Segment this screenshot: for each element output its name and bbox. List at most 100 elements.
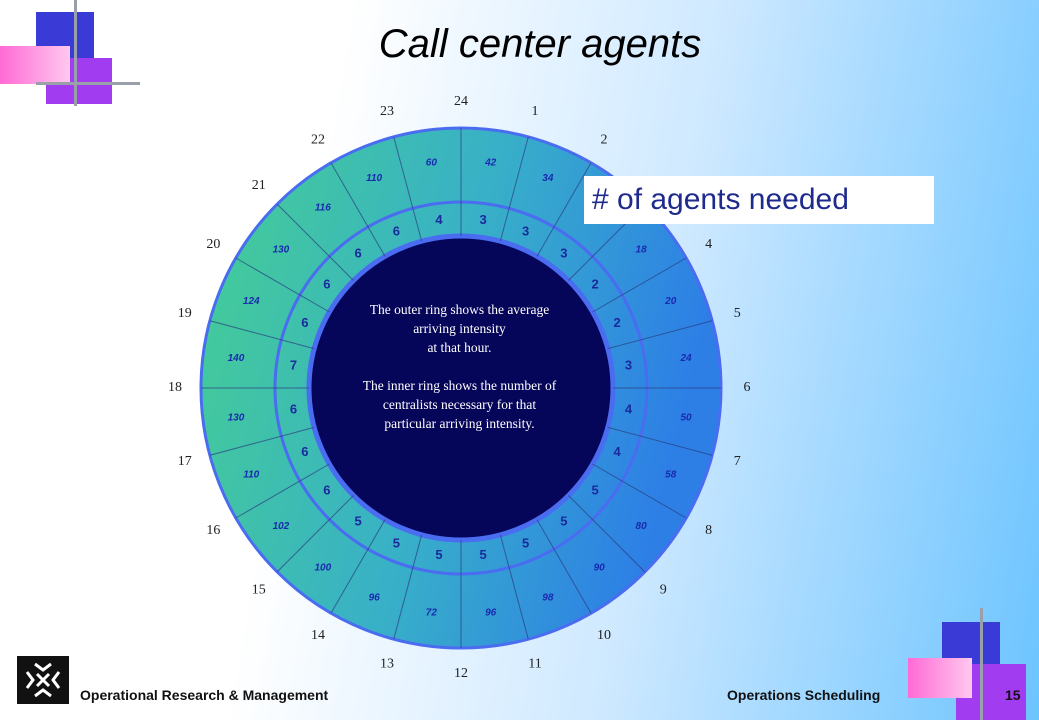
hour-label: 5 bbox=[734, 306, 741, 321]
intensity-value: 116 bbox=[315, 203, 331, 214]
intensity-value: 124 bbox=[243, 296, 260, 307]
intensity-value: 96 bbox=[485, 608, 497, 619]
center-text-line: centralists necessary for that bbox=[382, 397, 537, 412]
agents-value: 3 bbox=[560, 245, 567, 260]
intensity-value: 130 bbox=[273, 244, 290, 255]
agents-value: 5 bbox=[560, 514, 567, 529]
hour-label: 13 bbox=[380, 656, 394, 671]
intensity-value: 80 bbox=[636, 521, 648, 532]
sector-divider bbox=[330, 519, 386, 614]
corner-decoration-bottom-right bbox=[900, 608, 1039, 720]
agents-value: 5 bbox=[591, 482, 598, 497]
intensity-value: 50 bbox=[680, 412, 692, 423]
agents-value: 5 bbox=[479, 547, 486, 562]
center-text-line: particular arriving intensity. bbox=[384, 416, 535, 431]
sector-divider bbox=[607, 320, 713, 350]
hour-label: 16 bbox=[206, 523, 220, 538]
hour-label: 7 bbox=[734, 454, 741, 469]
agents-value: 6 bbox=[323, 277, 330, 292]
agents-value: 7 bbox=[290, 357, 297, 372]
sector-divider bbox=[499, 136, 529, 242]
agents-value: 6 bbox=[290, 401, 297, 416]
intensity-value: 42 bbox=[484, 158, 497, 169]
agents-value: 2 bbox=[614, 315, 621, 330]
agents-value: 5 bbox=[522, 536, 529, 551]
intensity-value: 130 bbox=[228, 412, 245, 423]
page-number: 15 bbox=[1005, 687, 1021, 703]
sector-divider bbox=[607, 426, 713, 456]
logo-icon bbox=[25, 662, 61, 698]
hour-label: 21 bbox=[252, 178, 266, 193]
intensity-value: 100 bbox=[314, 563, 331, 574]
agents-value: 6 bbox=[323, 482, 330, 497]
intensity-value: 34 bbox=[542, 173, 554, 184]
sector-divider bbox=[276, 203, 354, 281]
intensity-value: 140 bbox=[228, 353, 245, 364]
agents-value: 6 bbox=[301, 315, 308, 330]
hour-label: 15 bbox=[252, 582, 266, 597]
intensity-value: 96 bbox=[369, 592, 381, 603]
hour-label: 17 bbox=[178, 454, 192, 469]
sector-divider bbox=[592, 257, 687, 313]
agents-value: 6 bbox=[301, 444, 308, 459]
intensity-value: 110 bbox=[366, 173, 382, 184]
hour-label: 20 bbox=[206, 237, 220, 252]
agents-value: 4 bbox=[435, 212, 443, 227]
intensity-value: 24 bbox=[679, 353, 692, 364]
hour-label: 10 bbox=[597, 628, 611, 643]
sector-divider bbox=[209, 320, 315, 350]
agents-value: 4 bbox=[625, 401, 633, 416]
hour-label: 24 bbox=[454, 94, 468, 109]
slide-title: Call center agents bbox=[378, 22, 702, 66]
hour-label: 6 bbox=[744, 380, 751, 395]
agents-value: 5 bbox=[393, 536, 400, 551]
sector-divider bbox=[393, 136, 423, 242]
sector-divider bbox=[276, 495, 354, 573]
sector-divider bbox=[592, 463, 687, 519]
intensity-value: 58 bbox=[665, 470, 677, 481]
sector-divider bbox=[536, 519, 592, 614]
hour-label: 23 bbox=[380, 104, 394, 119]
corner-decoration-top-left bbox=[0, 0, 140, 110]
agents-value: 3 bbox=[522, 223, 529, 238]
sector-divider bbox=[330, 162, 386, 257]
agents-value: 6 bbox=[393, 223, 400, 238]
center-text-line: at that hour. bbox=[427, 340, 492, 355]
center-text-line: The inner ring shows the number of bbox=[362, 378, 557, 393]
hour-label: 9 bbox=[660, 582, 667, 597]
sector-divider bbox=[235, 257, 330, 313]
hour-label: 18 bbox=[168, 380, 182, 395]
agents-value: 5 bbox=[355, 514, 362, 529]
center-text-line: The outer ring shows the average bbox=[369, 302, 550, 317]
agents-value: 2 bbox=[591, 277, 598, 292]
sector-divider bbox=[568, 495, 646, 573]
agents-value: 6 bbox=[355, 245, 362, 260]
footer-course: Operations Scheduling bbox=[727, 687, 881, 703]
hour-label: 14 bbox=[311, 628, 325, 643]
intensity-value: 110 bbox=[243, 470, 259, 481]
agents-value: 3 bbox=[479, 212, 486, 227]
sector-divider bbox=[536, 162, 592, 257]
sector-divider bbox=[209, 426, 315, 456]
agents-value: 3 bbox=[625, 357, 632, 372]
footer-department: Operational Research & Management bbox=[80, 687, 329, 703]
hour-label: 2 bbox=[601, 133, 608, 148]
university-logo bbox=[17, 656, 69, 704]
hour-label: 11 bbox=[528, 656, 541, 671]
intensity-value: 90 bbox=[594, 563, 606, 574]
hour-label: 19 bbox=[178, 306, 192, 321]
center-explanation: The outer ring shows the average arrivin… bbox=[327, 300, 592, 433]
intensity-value: 72 bbox=[426, 608, 438, 619]
agents-needed-callout: # of agents needed bbox=[584, 176, 934, 224]
agents-value: 5 bbox=[435, 547, 442, 562]
sector-divider bbox=[393, 534, 423, 640]
intensity-value: 98 bbox=[542, 592, 554, 603]
hour-label: 1 bbox=[532, 104, 539, 119]
sector-divider bbox=[235, 463, 330, 519]
center-text-line: arriving intensity bbox=[413, 321, 506, 336]
intensity-value: 18 bbox=[636, 244, 648, 255]
hour-label: 12 bbox=[454, 666, 468, 681]
sector-divider bbox=[499, 534, 529, 640]
intensity-value: 20 bbox=[664, 296, 677, 307]
